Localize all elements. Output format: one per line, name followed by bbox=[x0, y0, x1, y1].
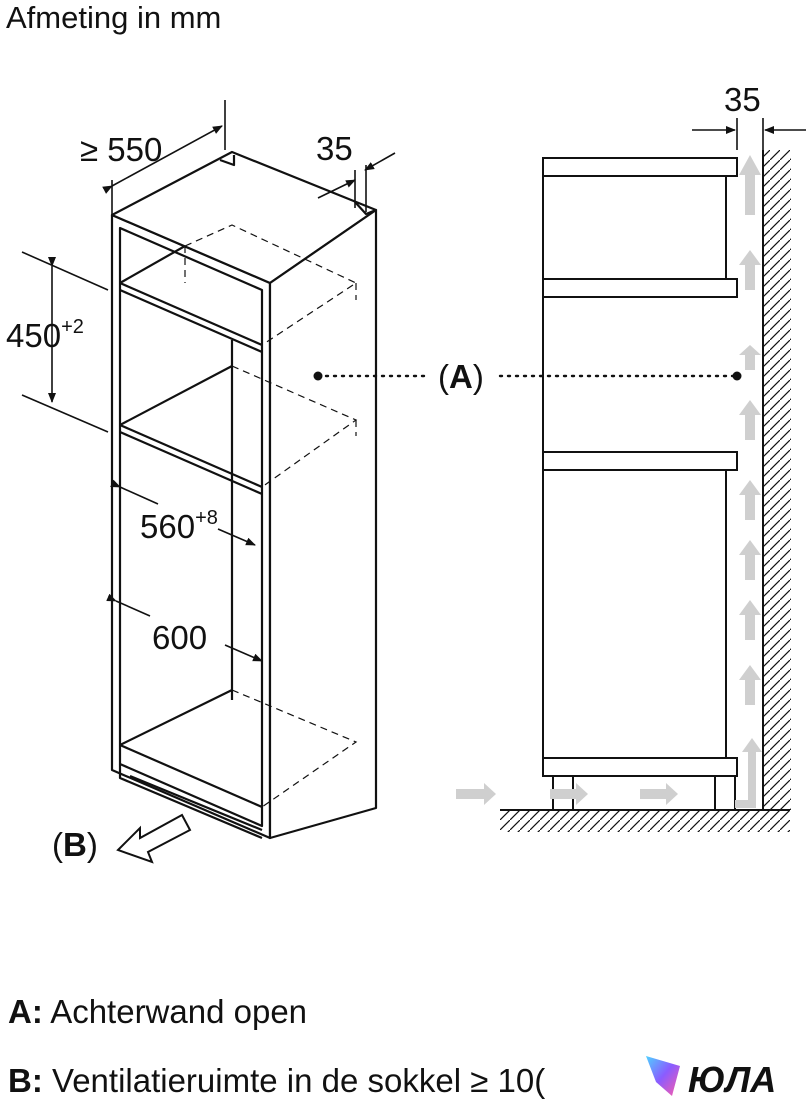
side-section bbox=[500, 150, 791, 832]
leader-a-dot-right bbox=[732, 371, 742, 381]
legend-item-a: A: Achterwand open bbox=[8, 993, 307, 1031]
leader-a-dot-left bbox=[313, 371, 323, 381]
dim-niche-height: 450+2 bbox=[6, 316, 84, 354]
dimension-lines bbox=[21, 100, 396, 662]
shelf-bottom bbox=[119, 743, 263, 809]
airflow-arrows bbox=[456, 155, 762, 808]
callout-a: (A) bbox=[438, 358, 484, 395]
oven-shelf bbox=[542, 451, 738, 471]
logo-star-icon bbox=[646, 1056, 680, 1096]
page-title: Afmeting in mm bbox=[6, 0, 222, 35]
side-gap-dimension bbox=[692, 118, 806, 150]
ventilation-arrow-b bbox=[116, 813, 192, 864]
watermark-text: ЮЛА bbox=[688, 1059, 776, 1100]
legend-text-b: Ventilatieruimte in de sokkel ≥ 10( bbox=[52, 1062, 546, 1099]
legend-item-b: B: Ventilatieruimte in de sokkel ≥ 10( bbox=[8, 1062, 545, 1100]
cabinet-side bbox=[268, 208, 378, 840]
cabinet-3d bbox=[110, 150, 378, 840]
callout-b: (B) bbox=[52, 826, 98, 863]
shelf-middle bbox=[119, 423, 263, 489]
legend-text-a: Achterwand open bbox=[50, 993, 308, 1030]
dim-outer-width: 600 bbox=[152, 619, 207, 656]
dim-inner-width: 560+8 bbox=[140, 507, 218, 545]
shelf-top bbox=[119, 281, 263, 347]
plinth bbox=[118, 764, 263, 840]
top-niche-floor bbox=[542, 278, 738, 298]
dim-gap-side: 35 bbox=[724, 81, 761, 118]
dashed-back-outlines bbox=[184, 224, 358, 808]
legend-key-b: B: bbox=[8, 1062, 43, 1099]
cabinet-front-inner bbox=[118, 226, 264, 828]
watermark-logo: ЮЛА bbox=[642, 1052, 810, 1100]
dim-depth: ≥ 550 bbox=[80, 131, 162, 168]
dim-gap-top: 35 bbox=[316, 130, 353, 167]
legend-key-a: A: bbox=[8, 993, 43, 1030]
bottom-panel bbox=[542, 757, 738, 777]
top-panel bbox=[542, 157, 738, 177]
